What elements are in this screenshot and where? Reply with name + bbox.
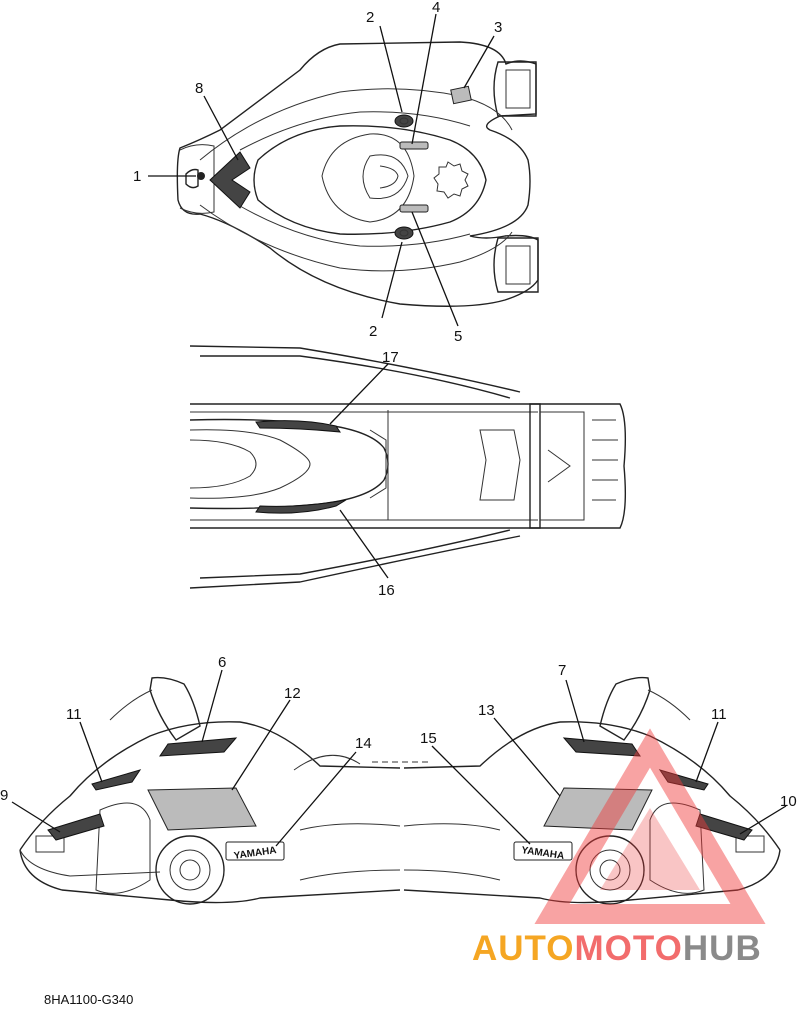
callout-11-right: 11 [711,706,727,723]
callout-7: 7 [558,662,566,679]
callout-13: 13 [478,702,495,719]
callout-9: 9 [0,787,8,804]
watermark-text-auto: AUTO [472,929,575,968]
callout-4: 4 [432,0,440,16]
callout-1: 1 [133,168,141,185]
callout-3: 3 [494,19,502,36]
callout-14: 14 [355,735,372,752]
watermark-logo [534,728,766,924]
callout-16: 16 [378,582,395,599]
watermark-text: AUTOMOTOHUB [472,929,762,968]
middle-view-hull [189,345,627,589]
callout-5: 5 [454,328,462,345]
callout-12: 12 [284,685,301,702]
callout-15: 15 [420,730,437,747]
callout-6: 6 [218,654,226,671]
callout-2-upper: 2 [366,9,374,26]
callout-2-lower: 2 [369,323,377,340]
callout-8: 8 [195,80,203,97]
top-view-hull [176,41,539,307]
watermark-text-moto: MOTO [575,929,683,968]
callout-17: 17 [382,349,399,366]
figure-code: 8HA1100-G340 [44,992,134,1007]
right-side-view-hull [403,676,781,905]
left-side-view-hull [19,676,401,905]
callout-10: 10 [780,793,797,810]
callout-11-left: 11 [66,706,82,723]
watermark-text-hub: HUB [683,929,762,968]
leader-lines [11,13,787,847]
